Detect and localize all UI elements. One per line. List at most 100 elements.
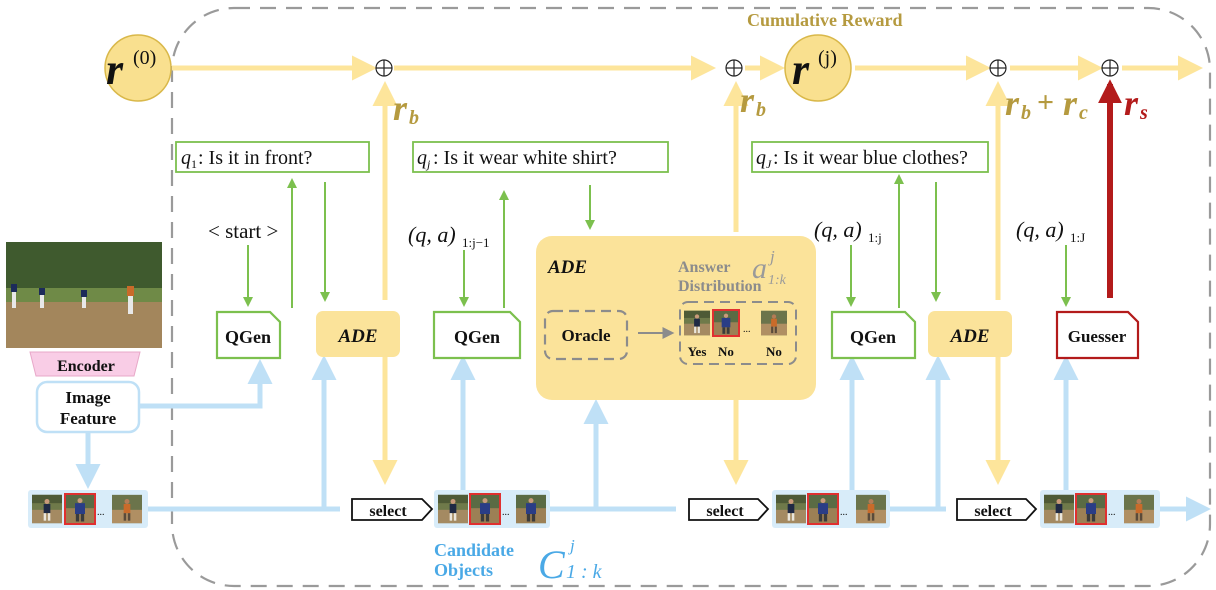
oracle-box — [543, 309, 629, 361]
feature-flow — [75, 355, 1211, 522]
rb-label-1-sub: b — [409, 107, 419, 129]
question-box-qj — [412, 141, 669, 173]
candidate-sub: 1 : k — [566, 561, 603, 583]
ade-box-2 — [928, 311, 1012, 357]
oplus-nodes — [375, 59, 1119, 77]
cumulative-reward-label: Cumulative Reward — [747, 10, 903, 30]
select-label-1: select — [369, 503, 407, 520]
ellipsis-3: ... — [1108, 507, 1116, 518]
guesser-box — [1055, 310, 1140, 360]
guesser-label: Guesser — [1068, 327, 1127, 346]
answer-dist-line1: Answer — [678, 259, 730, 276]
oplus-2 — [725, 59, 743, 77]
rb-label-2: r — [740, 80, 755, 120]
candidate-var: C — [538, 542, 566, 587]
qgen-label-2: QGen — [454, 327, 500, 347]
select-box-3 — [956, 498, 1038, 521]
ade-label-1: ADE — [337, 326, 377, 347]
ellipsis-0: ... — [97, 507, 105, 518]
candidate-strip-0: ... — [28, 490, 148, 528]
rbc-label-a: r — [1005, 83, 1020, 123]
image-feature-box — [35, 380, 141, 434]
answer-thumb-3 — [761, 310, 787, 336]
rs-label-sub: s — [1139, 102, 1148, 124]
oplus-1 — [375, 59, 393, 77]
qj-var: q — [417, 147, 427, 169]
answer-sup: j — [768, 247, 775, 266]
candidate-label-line1: Candidate — [434, 540, 514, 560]
rs-label: r — [1124, 83, 1139, 123]
ellipsis-1: ... — [502, 507, 510, 518]
rbc-label-b: r — [1063, 83, 1078, 123]
qgen-label-1: QGen — [225, 327, 271, 347]
r0-sup: (0) — [133, 47, 156, 69]
qgen-box-3 — [830, 310, 917, 360]
answer-var: a — [752, 252, 767, 285]
oplus-3 — [989, 59, 1007, 77]
outer-dashed-frame — [170, 6, 1212, 588]
history-2: (q, a) — [814, 217, 862, 242]
select-label-2: select — [706, 503, 744, 520]
select-box-1 — [351, 498, 434, 521]
encoder-label: Encoder — [57, 358, 115, 375]
reward-circle-r0 — [104, 34, 172, 102]
ade-label-2: ADE — [949, 326, 989, 347]
select-box-2 — [688, 498, 770, 521]
answer-dist-line2: Distribution — [678, 278, 762, 295]
rj-base: r — [792, 45, 810, 94]
reward-circle-rj — [784, 34, 852, 102]
answer-thumb-1 — [684, 310, 710, 336]
image-feature-line1: Image — [65, 388, 111, 407]
qJ-var: q — [756, 147, 766, 169]
question-box-q1 — [175, 141, 370, 173]
select-label-3: select — [974, 503, 1012, 520]
answer-ellipsis: ... — [743, 324, 751, 335]
rb-label-1: r — [393, 88, 408, 128]
answer-thumb-2-highlight — [712, 309, 740, 337]
candidate-strip-1: ... — [434, 490, 550, 528]
question-flow — [243, 174, 1071, 308]
rbc-label-b-sub: c — [1079, 102, 1088, 124]
q1-var: q — [181, 147, 191, 169]
candidate-strip-3: ... — [1040, 490, 1160, 528]
qj-text: : Is it wear white shirt? — [433, 147, 617, 169]
answer-label-3: No — [766, 344, 782, 359]
answer-label-1: Yes — [688, 344, 707, 359]
qJ-sub: J — [766, 157, 772, 171]
reward-path — [172, 55, 1203, 485]
qgen-label-3: QGen — [850, 327, 896, 347]
candidate-sup: j — [568, 536, 575, 555]
image-feature-line2: Feature — [60, 409, 117, 428]
rj-sup: (j) — [818, 47, 837, 69]
rbc-label-a-sub: b — [1021, 102, 1031, 124]
r0-base: r — [106, 45, 124, 94]
qgen-box-1 — [215, 310, 282, 360]
ade-detail-title: ADE — [547, 257, 587, 278]
rb-label-2-sub: b — [756, 99, 766, 121]
candidate-label-line2: Objects — [434, 560, 493, 580]
ellipsis-2: ... — [840, 507, 848, 518]
qJ-text: : Is it wear blue clothes? — [773, 147, 968, 169]
history-2-sub: 1:j — [868, 230, 882, 245]
answer-sub: 1:k — [768, 273, 787, 288]
rbc-plus: + — [1037, 86, 1054, 119]
history-3: (q, a) — [1016, 217, 1064, 242]
candidate-strip-2: ... — [772, 490, 890, 528]
answer-label-2: No — [718, 344, 734, 359]
start-token: < start > — [208, 219, 278, 243]
input-image — [6, 242, 162, 348]
answer-thumb-2 — [713, 310, 739, 336]
history-1-sub: 1:j−1 — [462, 235, 490, 250]
history-1: (q, a) — [408, 222, 456, 247]
answer-dist-box — [679, 301, 797, 365]
question-box-qJ — [751, 141, 989, 173]
history-3-sub: 1:J — [1070, 230, 1085, 245]
qj-sub: j — [425, 157, 431, 171]
oplus-4 — [1101, 59, 1119, 77]
encoder-shape — [29, 351, 141, 377]
ade-box-1 — [316, 311, 400, 357]
oracle-label: Oracle — [561, 326, 611, 345]
q1-sub: 1 — [191, 157, 197, 171]
qgen-box-2 — [432, 310, 522, 360]
